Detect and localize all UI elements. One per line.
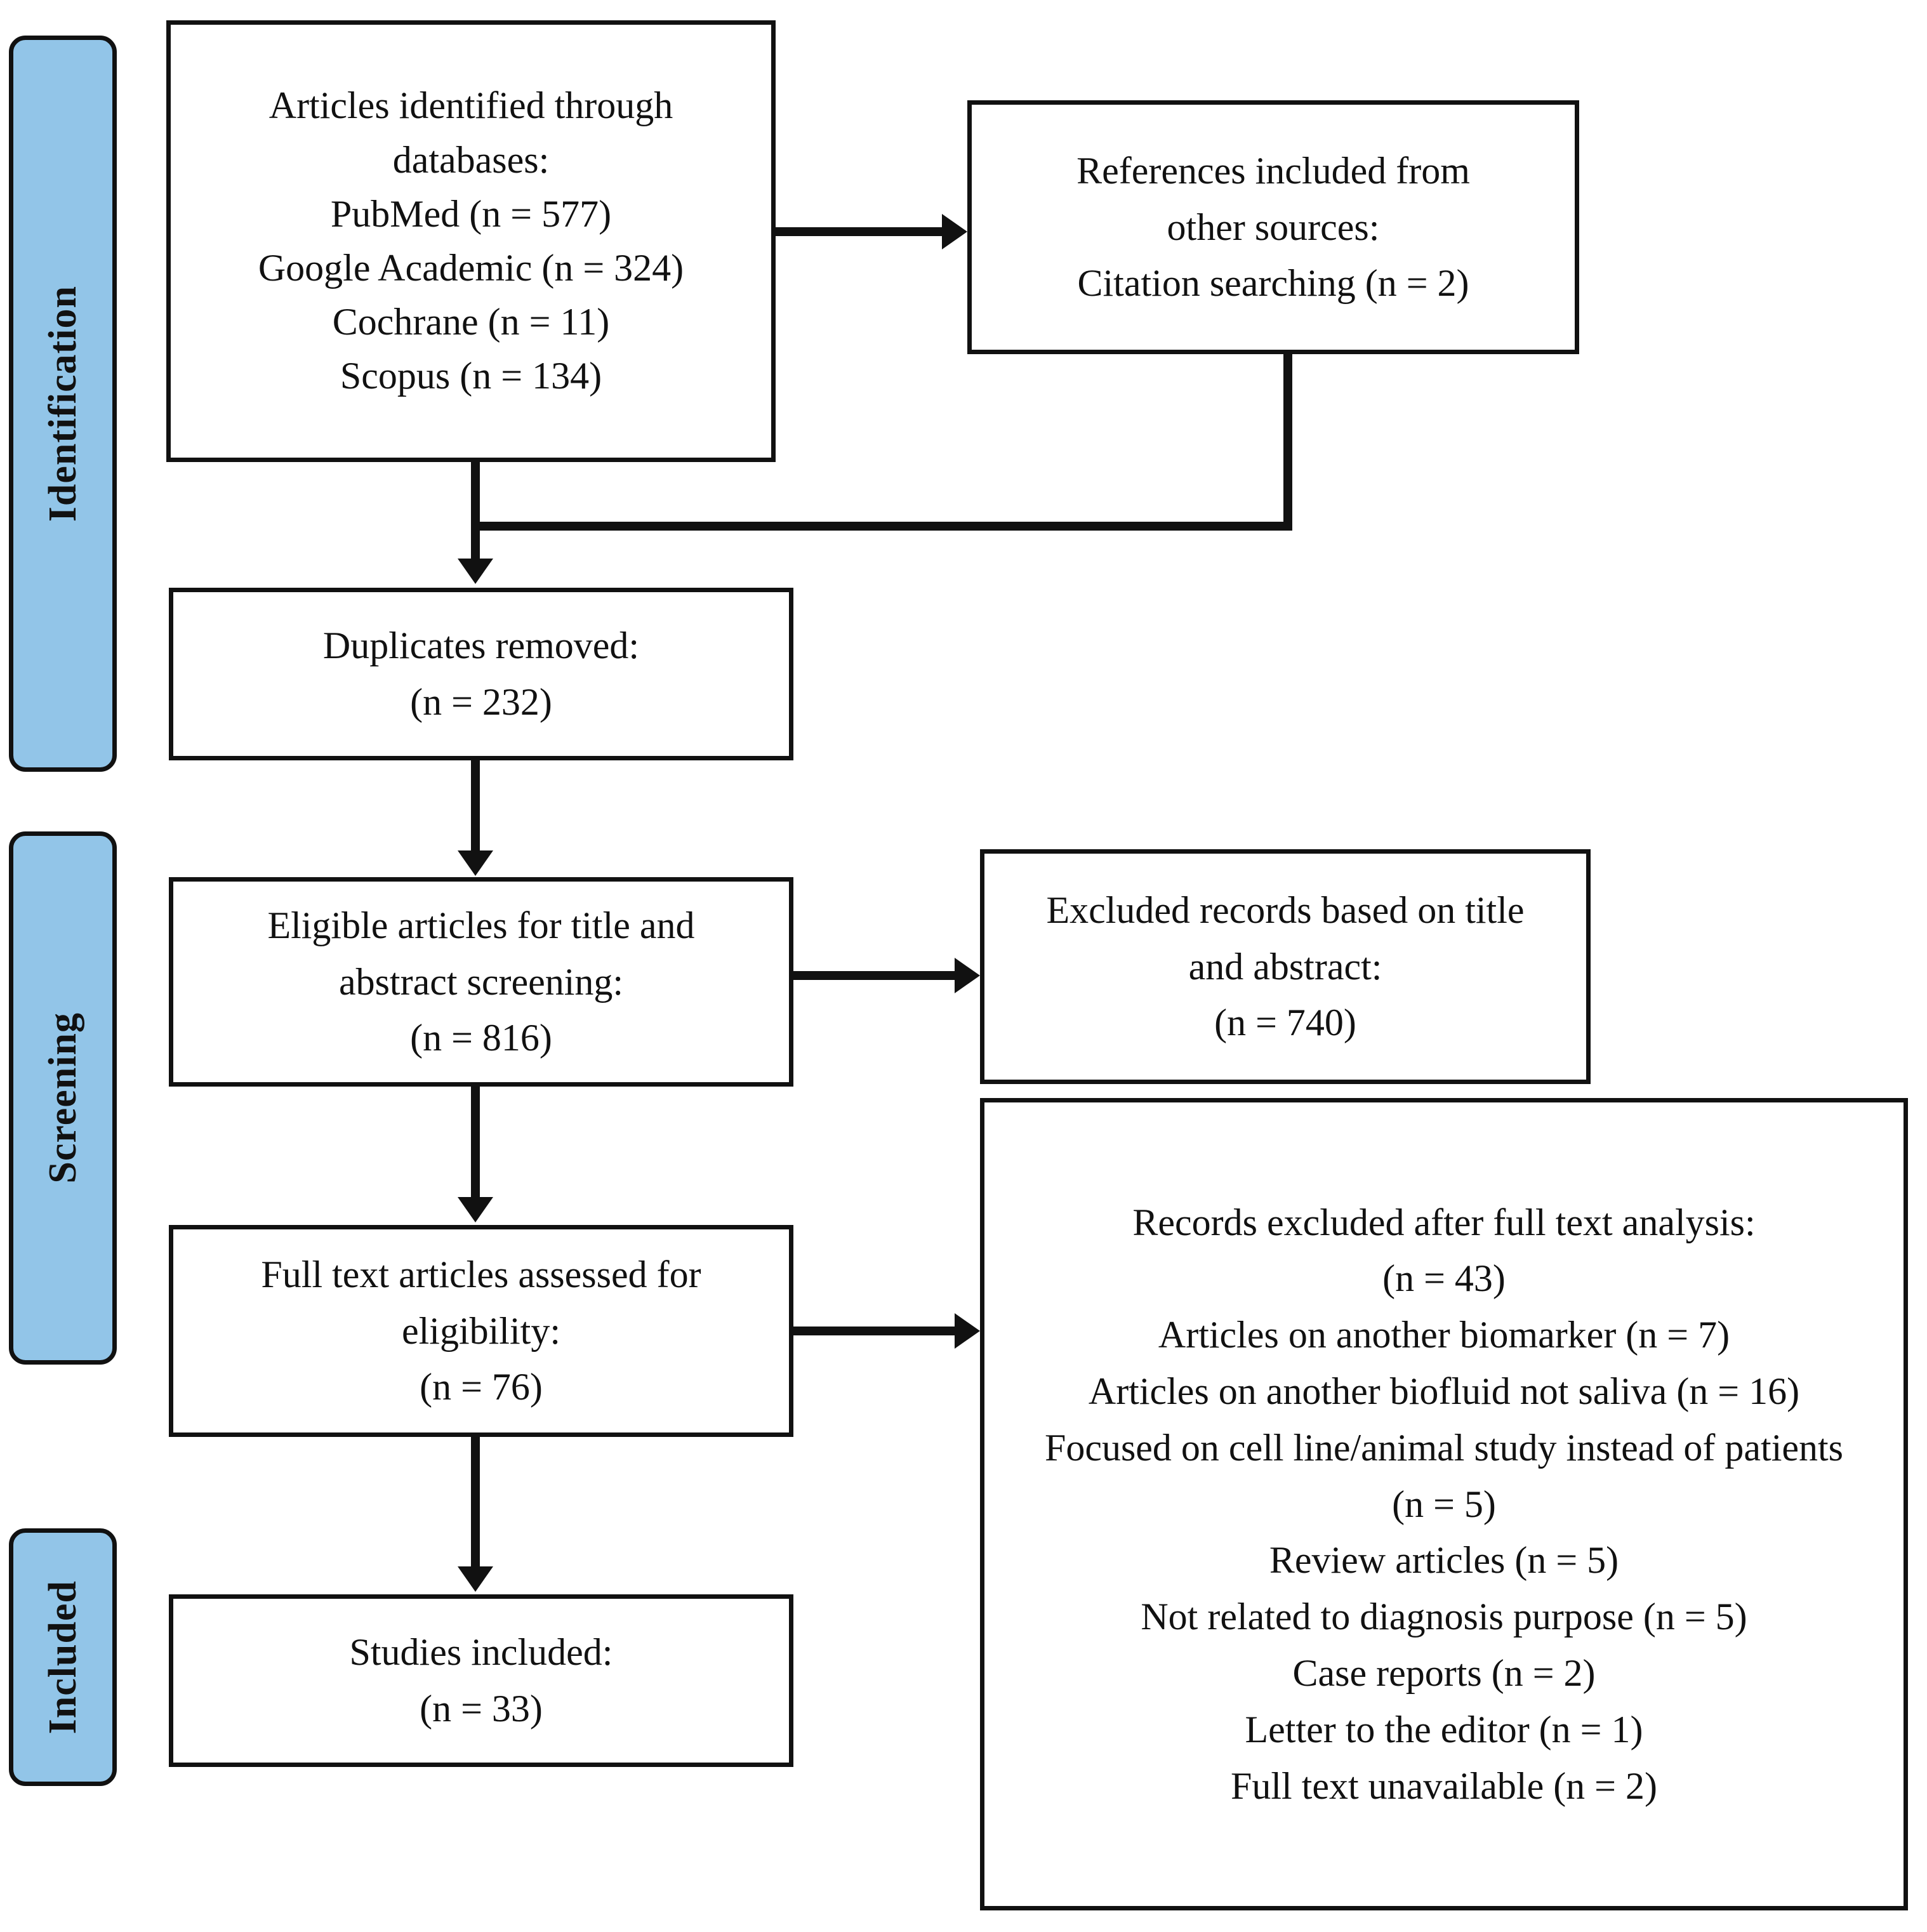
connector-merge-down-to-duplicates: [471, 522, 480, 561]
duplicates-line-2: (n = 232): [410, 681, 552, 723]
box-references-other-sources: References included from other sources: …: [967, 100, 1579, 354]
studies-included-line-1: Studies included:: [349, 1631, 613, 1674]
fulltext-line-3: (n = 76): [420, 1366, 543, 1408]
connector-eligible-to-excluded: [793, 971, 955, 980]
box-full-text-assessed: Full text articles assessed for eligibil…: [169, 1225, 793, 1437]
arrowhead-fulltext-to-included: [458, 1566, 493, 1592]
box-studies-included: Studies included: (n = 33): [169, 1594, 793, 1767]
other-sources-line-2: other sources:: [1167, 206, 1380, 248]
box-articles-identified: Articles identified through databases: P…: [166, 20, 776, 462]
eligible-line-1: Eligible articles for title and: [267, 904, 695, 946]
other-sources-line-3: Citation searching (n = 2): [1077, 262, 1469, 305]
arrowhead-merge-to-duplicates: [458, 559, 493, 584]
box-excluded-title-abstract: Excluded records based on title and abst…: [980, 849, 1591, 1084]
identified-line-3: PubMed (n = 577): [330, 192, 612, 235]
excluded-ft-line-3: Articles on another biomarker (n = 7): [1158, 1314, 1730, 1356]
box-duplicates-removed: Duplicates removed: (n = 232): [169, 588, 793, 760]
identified-line-5: Cochrane (n = 11): [332, 301, 610, 343]
connector-identified-down: [471, 462, 480, 531]
connector-other-sources-down: [1283, 354, 1292, 531]
connector-duplicates-to-eligible: [471, 760, 480, 853]
excluded-ft-line-6: (n = 5): [1392, 1483, 1496, 1525]
excluded-ft-line-11: Full text unavailable (n = 2): [1230, 1764, 1657, 1807]
phase-bar-identification: Identification: [9, 36, 117, 772]
excluded-ft-line-10: Letter to the editor (n = 1): [1245, 1708, 1643, 1750]
identified-line-2: databases:: [392, 138, 550, 181]
excluded-ft-line-5: Focused on cell line/animal study instea…: [1044, 1426, 1844, 1469]
excluded-ta-line-1: Excluded records based on title: [1046, 889, 1525, 931]
eligible-line-3: (n = 816): [410, 1017, 552, 1059]
arrowhead-duplicates-to-eligible: [458, 850, 493, 876]
fulltext-line-1: Full text articles assessed for: [261, 1253, 701, 1295]
excluded-ft-line-8: Not related to diagnosis purpose (n = 5): [1141, 1596, 1747, 1638]
connector-identified-to-other-sources: [776, 227, 942, 236]
eligible-line-2: abstract screening:: [338, 960, 624, 1003]
phase-label-identification: Identification: [41, 285, 84, 522]
studies-included-line-2: (n = 33): [420, 1688, 543, 1730]
excluded-ft-line-1: Records excluded after full text analysi…: [1132, 1201, 1756, 1243]
connector-merge-horizontal: [471, 522, 1292, 531]
connector-eligible-to-fulltext: [471, 1087, 480, 1200]
phase-label-included: Included: [41, 1580, 84, 1735]
excluded-ft-line-2: (n = 43): [1382, 1257, 1506, 1300]
arrowhead-eligible-to-excluded: [955, 958, 980, 993]
phase-bar-included: Included: [9, 1528, 117, 1786]
other-sources-line-1: References included from: [1076, 149, 1470, 192]
arrowhead-fulltext-to-excluded: [955, 1313, 980, 1349]
arrowhead-identified-to-other-sources: [942, 214, 967, 249]
connector-fulltext-to-included: [471, 1437, 480, 1569]
phase-bar-screening: Screening: [9, 831, 117, 1365]
excluded-ta-line-2: and abstract:: [1188, 945, 1382, 988]
excluded-ft-line-9: Case reports (n = 2): [1292, 1651, 1596, 1694]
identified-line-6: Scopus (n = 134): [340, 355, 602, 397]
identified-line-4: Google Academic (n = 324): [258, 247, 684, 289]
duplicates-line-1: Duplicates removed:: [322, 625, 640, 667]
box-excluded-full-text: Records excluded after full text analysi…: [980, 1098, 1908, 1910]
identified-line-1: Articles identified through: [268, 84, 673, 127]
connector-fulltext-to-excluded: [793, 1327, 955, 1335]
arrowhead-eligible-to-fulltext: [458, 1197, 493, 1222]
excluded-ta-line-3: (n = 740): [1214, 1002, 1356, 1044]
phase-label-screening: Screening: [41, 1012, 84, 1184]
box-eligible-articles: Eligible articles for title and abstract…: [169, 877, 793, 1087]
excluded-ft-line-4: Articles on another biofluid not saliva …: [1088, 1370, 1800, 1412]
excluded-ft-line-7: Review articles (n = 5): [1269, 1539, 1619, 1582]
fulltext-line-2: eligibility:: [402, 1309, 560, 1352]
